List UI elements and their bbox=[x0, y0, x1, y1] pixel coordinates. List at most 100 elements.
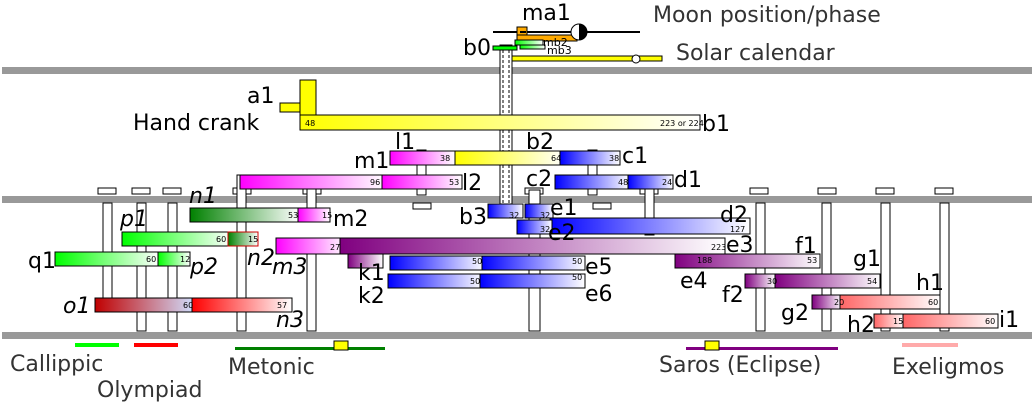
teeth-k1-a: 50 bbox=[472, 257, 482, 266]
teeth-g1: 54 bbox=[867, 277, 877, 286]
teeth-b3: 32 bbox=[509, 211, 519, 220]
gear-label-p1: p1 bbox=[119, 207, 148, 232]
olympiad-label: Olympiad bbox=[97, 378, 202, 403]
i1-gear bbox=[902, 313, 999, 329]
n1-gear bbox=[189, 207, 301, 223]
gear-label-e6: e6 bbox=[585, 282, 613, 307]
teeth-q1: 60 bbox=[146, 255, 156, 264]
teeth-g2: 20 bbox=[834, 298, 844, 307]
gear-label-f2: f2 bbox=[722, 283, 744, 308]
gear-label-e5: e5 bbox=[585, 255, 613, 280]
l2-gear bbox=[381, 174, 463, 190]
e5-a bbox=[389, 255, 486, 271]
gear-label-mb3: mb3 bbox=[547, 44, 572, 57]
gear-label-k2: k2 bbox=[358, 284, 385, 309]
exeligmos-indicator bbox=[902, 343, 958, 347]
teeth-f1: 188 bbox=[697, 256, 712, 265]
g1-gear bbox=[774, 273, 881, 289]
gear-label-m3: m3 bbox=[272, 255, 307, 280]
teeth-p2-a: 15 bbox=[248, 235, 258, 244]
teeth-p2: 12 bbox=[180, 255, 190, 264]
gear-label-q1: q1 bbox=[28, 249, 56, 274]
gear-label-l2: l2 bbox=[462, 171, 482, 196]
teeth-l1: 38 bbox=[440, 154, 450, 163]
saros-indicator bbox=[686, 347, 838, 350]
teeth-k2-b: 50 bbox=[572, 273, 582, 282]
top-plate bbox=[2, 67, 1032, 74]
teeth-m2: 15 bbox=[322, 211, 332, 220]
gear-label-b3: b3 bbox=[459, 205, 487, 230]
e5-b bbox=[481, 255, 586, 271]
gear-label-n1: n1 bbox=[189, 184, 217, 209]
moon-title: Moon position/phase bbox=[653, 3, 881, 28]
gear-label-e3: e3 bbox=[726, 233, 754, 258]
teeth-e2: 32 bbox=[540, 225, 550, 234]
teeth-i1: 60 bbox=[985, 317, 995, 326]
teeth-h2: 15 bbox=[893, 317, 903, 326]
teeth-c2: 48 bbox=[618, 178, 628, 187]
gear-label-h1: h1 bbox=[916, 271, 944, 296]
gear-label-e2: e2 bbox=[548, 221, 576, 246]
gear-label-g1: g1 bbox=[853, 247, 881, 272]
solar-title: Solar calendar bbox=[676, 41, 836, 66]
olympiad-indicator bbox=[134, 343, 178, 347]
teeth-d2: 127 bbox=[730, 225, 745, 234]
p2-small bbox=[227, 231, 259, 247]
teeth-f2: 30 bbox=[767, 277, 777, 286]
gear-label-c1: c1 bbox=[622, 144, 648, 169]
solar-pointer bbox=[511, 55, 663, 62]
gear-label-m2: m2 bbox=[333, 207, 368, 232]
teeth-k1-b: 50 bbox=[572, 257, 582, 266]
bottom-plate bbox=[2, 332, 1032, 339]
n3-gear bbox=[191, 297, 293, 313]
teeth-h1: 60 bbox=[928, 298, 938, 307]
gear-label-k1: k1 bbox=[358, 261, 385, 286]
m2-gear bbox=[297, 207, 331, 223]
p2-gear bbox=[157, 251, 191, 267]
b1-gear bbox=[299, 114, 701, 131]
b3-gear bbox=[487, 203, 524, 219]
teeth-p1: 60 bbox=[216, 235, 226, 244]
f1-gear bbox=[674, 253, 821, 269]
teeth-b1-a: 48 bbox=[305, 119, 315, 128]
gear-label-l1: l1 bbox=[395, 130, 415, 155]
gear-label-m1: m1 bbox=[354, 149, 389, 174]
gear-label-e1: e1 bbox=[550, 196, 578, 221]
gear-label-n2: n2 bbox=[247, 246, 275, 271]
mb2-gear bbox=[514, 39, 544, 46]
teeth-m3: 27 bbox=[330, 243, 340, 252]
callippic-label: Callippic bbox=[10, 352, 103, 377]
m1-wheel bbox=[239, 174, 386, 190]
e2-gear bbox=[516, 219, 553, 235]
gear-label-b2: b2 bbox=[526, 130, 554, 155]
teeth-b2: 64 bbox=[551, 154, 561, 163]
gear-label-p2: p2 bbox=[189, 255, 218, 280]
teeth-d1: 24 bbox=[662, 178, 672, 187]
k1-gear bbox=[347, 253, 384, 269]
e6-gear bbox=[479, 273, 586, 289]
gear-label-d2: d2 bbox=[720, 203, 748, 228]
gear-label-b0: b0 bbox=[463, 36, 491, 61]
gear-label-b1: b1 bbox=[702, 112, 730, 137]
q1-gear bbox=[54, 251, 161, 267]
e1-gear bbox=[524, 203, 554, 219]
teeth-n1: 53 bbox=[288, 211, 298, 220]
gear-label-g2: g2 bbox=[781, 301, 809, 326]
teeth-m1: 96 bbox=[370, 178, 380, 187]
gear-label-f1: f1 bbox=[795, 234, 817, 259]
e3-gear bbox=[339, 237, 726, 255]
gear-label-c2: c2 bbox=[526, 167, 552, 192]
hand-crank-label: Hand crank bbox=[133, 111, 259, 136]
gear-label-mb2: mb2 bbox=[543, 36, 568, 49]
middle-plate bbox=[2, 196, 1032, 203]
gear-label-n3: n3 bbox=[276, 308, 304, 333]
b0-gear bbox=[492, 45, 518, 51]
teeth-n3: 57 bbox=[277, 301, 287, 310]
exeligmos-label: Exeligmos bbox=[892, 355, 1004, 380]
d1-gear bbox=[627, 174, 674, 190]
gear-label-e4: e4 bbox=[680, 269, 708, 294]
teeth-e1: 32 bbox=[540, 211, 550, 220]
mb3-gear bbox=[519, 44, 546, 50]
saros-label: Saros (Eclipse) bbox=[659, 353, 821, 378]
gear-label-h2: h2 bbox=[847, 313, 875, 338]
